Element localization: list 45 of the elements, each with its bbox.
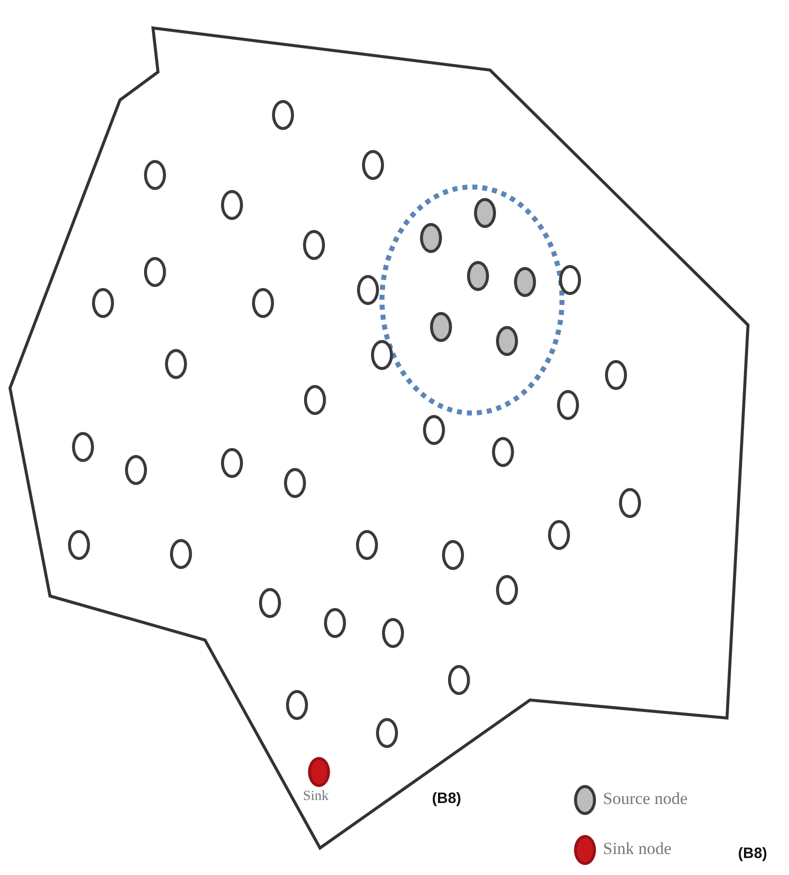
sensor-node: [286, 690, 308, 720]
sensor-node: [382, 618, 404, 648]
sensor-node: [492, 437, 514, 467]
sensor-node: [304, 385, 326, 415]
sensor-node: [376, 718, 398, 748]
legend-label: Sink node: [603, 839, 672, 859]
sensor-node: [324, 608, 346, 638]
source-node: [430, 312, 452, 342]
sensor-node: [68, 530, 90, 560]
sensor-node: [303, 230, 325, 260]
sensor-node: [92, 288, 114, 318]
sensor-node: [557, 390, 579, 420]
source-node: [514, 267, 536, 297]
sensor-node: [423, 415, 445, 445]
legend-label: Source node: [603, 789, 688, 809]
node-label: Sink: [303, 789, 329, 805]
sensor-node: [357, 275, 379, 305]
source-node: [420, 223, 442, 253]
sensor-node: [165, 349, 187, 379]
sensor-node: [448, 665, 470, 695]
sensor-node: [356, 530, 378, 560]
source-node: [496, 326, 518, 356]
sensor-node: [252, 288, 274, 318]
sensor-node: [272, 100, 294, 130]
sensor-node: [496, 575, 518, 605]
sensor-node: [371, 340, 393, 370]
sensor-node: [259, 588, 281, 618]
sensor-node: [170, 539, 192, 569]
sensor-node: [605, 360, 627, 390]
figure-tag: (B8): [432, 790, 462, 807]
sensor-node: [284, 468, 306, 498]
sensor-node: [559, 265, 581, 295]
sensor-node: [221, 190, 243, 220]
sensor-node: [125, 455, 147, 485]
source-node: [467, 261, 489, 291]
figure-tag: (B8): [738, 845, 768, 862]
sensor-node: [221, 448, 243, 478]
source-node: [474, 198, 496, 228]
sensor-node: [442, 540, 464, 570]
sensor-node: [362, 150, 384, 180]
sensor-node: [619, 488, 641, 518]
sensor-node: [72, 432, 94, 462]
sensor-node: [144, 257, 166, 287]
sensor-node: [144, 160, 166, 190]
sensor-node: [548, 520, 570, 550]
